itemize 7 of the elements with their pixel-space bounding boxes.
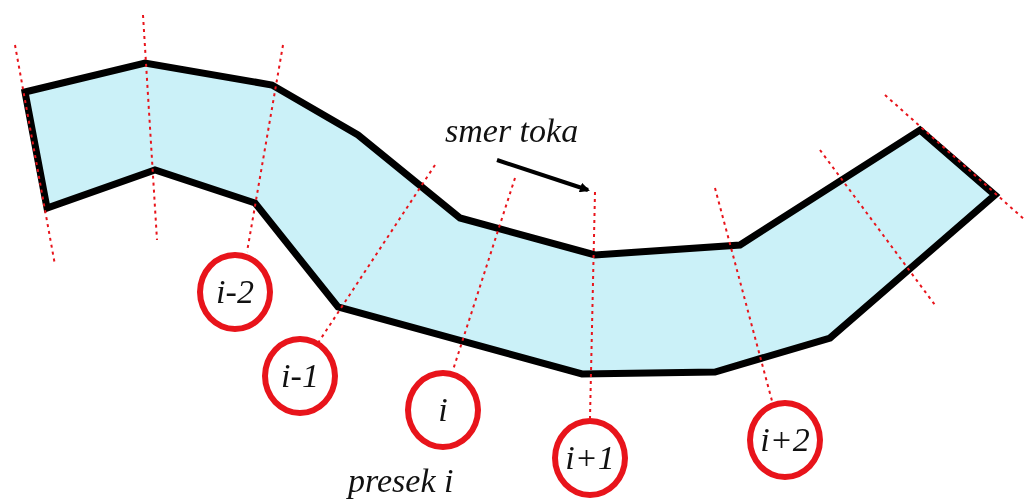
- section-callout-circle: i-2: [197, 252, 273, 332]
- section-callout-circle: i+2: [747, 400, 823, 480]
- section-caption: presek i: [348, 462, 454, 500]
- section-callout-circle: i: [405, 370, 481, 450]
- flow-direction-label: smer toka: [445, 112, 579, 150]
- section-callout-circle: i-1: [262, 336, 338, 416]
- section-callout-circle: i+1: [552, 418, 628, 498]
